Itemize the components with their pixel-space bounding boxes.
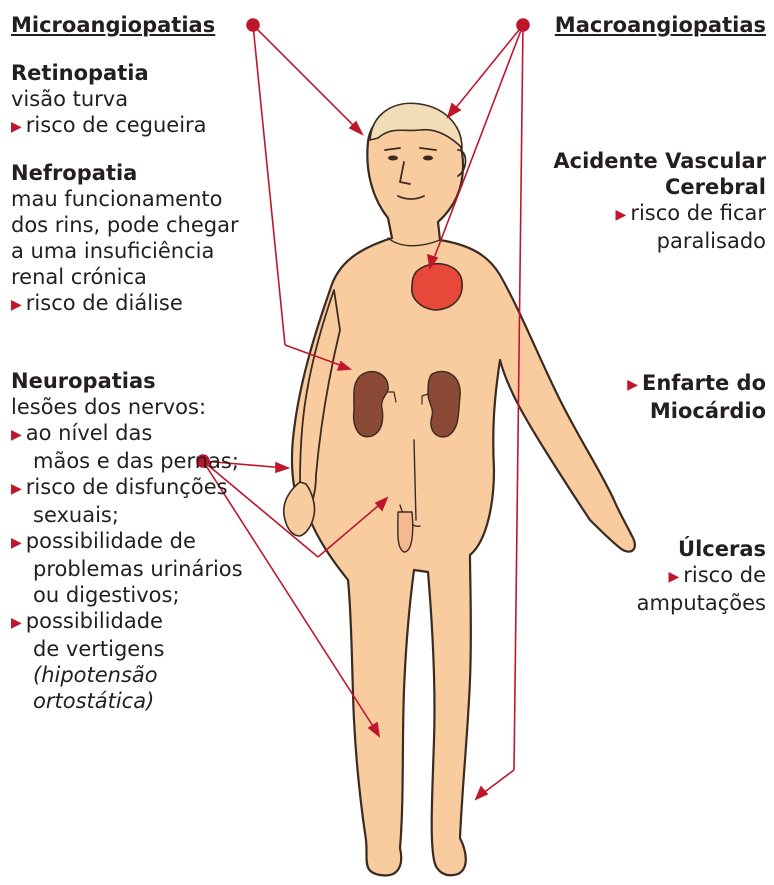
neuropatias-bullet-2: ▶risco de disfunções	[11, 474, 243, 502]
eye-left	[388, 156, 398, 161]
nefropatia-line2: dos rins, pode chegar	[11, 212, 239, 238]
bullet-triangle-icon: ▶	[11, 427, 22, 443]
neuropatias-title: Neuropatias	[11, 368, 243, 394]
neuropatias-bullet-1: ▶ao nível das	[11, 420, 243, 448]
avc-title-line2: Cerebral	[553, 174, 766, 200]
left-hand	[284, 482, 315, 536]
neuropatias-bullet-1-cont: mãos e das pernas;	[11, 448, 243, 474]
retinopatia-title: Retinopatia	[11, 60, 207, 86]
neuropatias-bullet-3: ▶possibilidade de	[11, 528, 243, 556]
arrowhead-leg	[476, 787, 487, 799]
nefropatia-line4: renal crónica	[11, 264, 239, 290]
ulceras-block: Úlceras ▶risco de amputações	[637, 536, 766, 616]
bullet-triangle-icon: ▶	[616, 207, 627, 223]
pointer-to-head	[450, 25, 523, 115]
macroangiopatias-header: Macroangiopatias	[555, 12, 766, 38]
neuropatias-bullet-3-cont-1: problemas urinários	[11, 556, 243, 582]
bullet-triangle-icon: ▶	[668, 569, 679, 585]
bullet-triangle-icon: ▶	[11, 535, 22, 551]
avc-risk: ▶risco de ficar	[553, 200, 766, 228]
bullet-triangle-icon: ▶	[627, 377, 638, 393]
enfarte-title-line2: Miocárdio	[627, 398, 766, 424]
avc-block: Acidente Vascular Cerebral ▶risco de fic…	[553, 148, 766, 254]
genitals	[398, 512, 413, 552]
avc-risk-cont: paralisado	[553, 228, 766, 254]
bullet-triangle-icon: ▶	[11, 481, 22, 497]
neuropatias-bullet-2-cont: sexuais;	[11, 502, 243, 528]
enfarte-title-line1: ▶Enfarte do	[627, 370, 766, 398]
retinopatia-desc: visão turva	[11, 86, 207, 112]
microangiopatias-header: Microangiopatias	[11, 12, 215, 38]
neuropatias-block: Neuropatias lesões dos nervos: ▶ao nível…	[11, 368, 243, 714]
nefropatia-block: Nefropatia mau funcionamento dos rins, p…	[11, 160, 239, 318]
neuropatias-bullet-4-cont-3: ortostática)	[11, 688, 243, 714]
neuropatias-intro: lesões dos nervos:	[11, 394, 243, 420]
nefropatia-title: Nefropatia	[11, 160, 239, 186]
neuropatias-bullet-4-cont-2: (hipotensão	[11, 662, 243, 688]
enfarte-block: ▶Enfarte do Miocárdio	[627, 370, 766, 424]
neuropatias-bullet-4-cont-1: de vertigens	[11, 636, 243, 662]
ulceras-risk-cont: amputações	[637, 590, 766, 616]
bullet-triangle-icon: ▶	[11, 615, 22, 631]
arrowhead-hand	[276, 463, 288, 472]
retinopatia-risk: ▶risco de cegueira	[11, 112, 207, 140]
bullet-triangle-icon: ▶	[11, 297, 22, 313]
retinopatia-block: Retinopatia visão turva ▶risco de ceguei…	[11, 60, 207, 140]
ulceras-title: Úlceras	[637, 536, 766, 562]
kidney-right	[428, 371, 460, 436]
bullet-triangle-icon: ▶	[11, 119, 22, 135]
nefropatia-risk: ▶risco de diálise	[11, 290, 239, 318]
nefropatia-line3: a uma insuficiência	[11, 238, 239, 264]
eye-right	[423, 156, 433, 161]
ulceras-risk: ▶risco de	[637, 562, 766, 590]
neuropatias-bullet-3-cont-2: ou digestivos;	[11, 582, 243, 608]
pointer-to-kidney-1	[253, 25, 285, 345]
avc-title-line1: Acidente Vascular	[553, 148, 766, 174]
neuropatias-bullet-4: ▶possibilidade	[11, 608, 243, 636]
pointer-to-eye	[253, 25, 362, 134]
heart	[412, 264, 462, 310]
nefropatia-line1: mau funcionamento	[11, 186, 239, 212]
